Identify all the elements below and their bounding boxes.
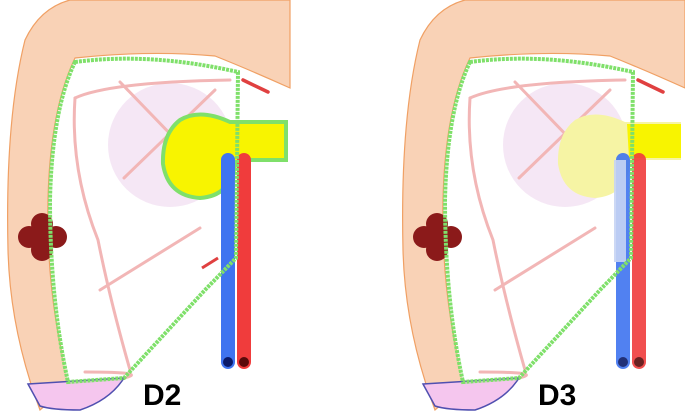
panel-label-left: D2 xyxy=(143,379,181,412)
panel-label-right: D3 xyxy=(538,379,576,412)
yellow-structure-solid xyxy=(627,124,681,158)
dissection-border xyxy=(47,56,241,385)
panel-right: D3 xyxy=(400,0,685,412)
cross-red-line xyxy=(201,256,219,270)
vessel-overlay xyxy=(614,160,626,262)
panel-left: D2 xyxy=(5,0,292,412)
dissection-border xyxy=(442,56,636,385)
